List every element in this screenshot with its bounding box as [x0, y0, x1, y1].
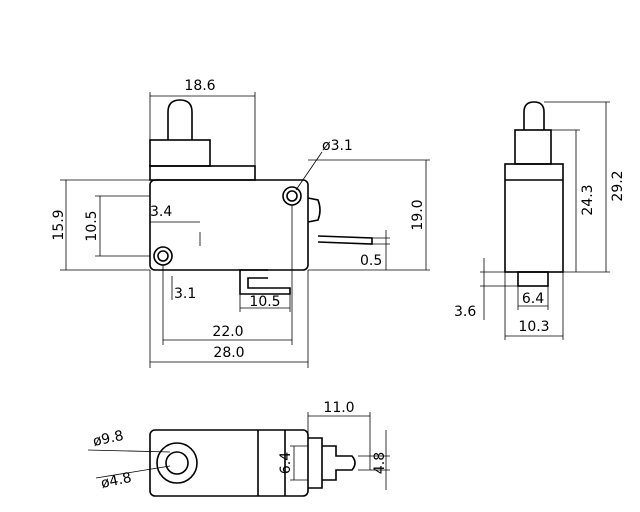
leader-outer-dia [87, 449, 171, 453]
top-mount-hole [286, 190, 298, 202]
dim-mount-spacing: 22.0 [212, 324, 243, 340]
dim-bottom-inner-dia: ø4.8 [100, 470, 133, 492]
bottom-inner-hole [165, 451, 189, 475]
bottom-outer-ring [156, 442, 198, 484]
top-mount-hole-outer [282, 186, 302, 206]
leader-inner-dia [95, 465, 171, 479]
bottom-terminal [239, 269, 291, 295]
dim-terminal-spacing: 10.5 [249, 294, 280, 310]
dim-terminal-length: 11.0 [323, 400, 354, 416]
side-collar [514, 129, 552, 165]
dim-small-offset: 3.1 [174, 286, 196, 302]
bottom-mount-hole-outer [153, 246, 173, 266]
dim-side-terminal-width: 6.4 [522, 291, 544, 307]
dim-height-right: 19.0 [410, 199, 426, 230]
right-terminal [317, 235, 373, 245]
dim-front-width-top: 18.6 [184, 78, 215, 94]
dim-bottom-outer-dia: ø9.8 [92, 428, 125, 450]
dim-height-left: 15.9 [51, 209, 67, 240]
dim-offset-left: 10.5 [84, 210, 100, 241]
side-terminal-base [517, 271, 549, 287]
leader-hole-dia [295, 151, 323, 191]
dim-side-height-total: 29.2 [610, 170, 626, 201]
body-right-bump [307, 197, 321, 223]
bottom-body [149, 429, 309, 497]
dim-hole-offset: 3.4 [150, 204, 172, 220]
bottom-view: 11.0 6.4 4.8 ø9.8 ø4.8 [87, 400, 390, 497]
bottom-mount-hole [157, 250, 169, 262]
dim-terminal-width: 4.8 [372, 452, 388, 474]
plunger-housing [149, 165, 256, 181]
dim-terminal-height: 6.4 [278, 452, 294, 474]
bottom-terminal-block [308, 437, 323, 489]
side-plunger [523, 101, 545, 130]
dim-side-base-width: 10.3 [518, 319, 549, 335]
dim-side-height-inner: 24.3 [580, 184, 596, 215]
bottom-terminal-pin [322, 445, 356, 481]
front-view: 18.6 ø3.1 15.9 10.5 3.4 19.0 0.5 3.1 10.… [51, 78, 430, 368]
dim-lever-offset: 0.5 [360, 253, 382, 269]
dim-hole-dia: ø3.1 [322, 138, 353, 154]
dim-body-length: 28.0 [213, 345, 244, 361]
plunger-collar [149, 139, 211, 167]
side-view: 24.3 29.2 3.6 6.4 10.3 [454, 101, 626, 340]
dim-side-bottom-offset: 3.6 [454, 304, 476, 320]
switch-body [149, 179, 309, 271]
plunger [167, 99, 193, 140]
